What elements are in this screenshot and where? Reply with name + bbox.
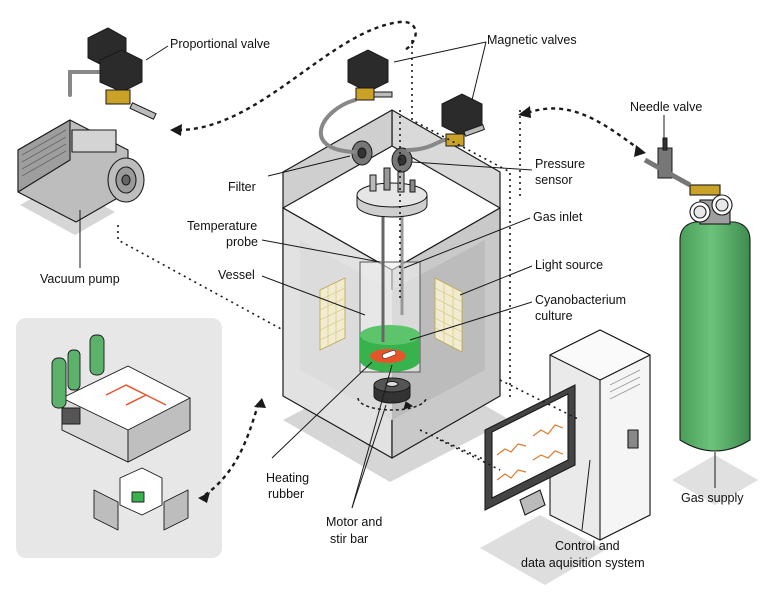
gas-cylinder xyxy=(679,184,751,452)
label-temperature-2: probe xyxy=(226,235,258,249)
label-cyanobacterium-2: culture xyxy=(535,309,573,323)
label-motor-1: Motor and xyxy=(326,515,382,529)
label-motor-2: stir bar xyxy=(330,532,368,546)
signal-wires xyxy=(117,40,581,471)
vessel-lid xyxy=(356,167,428,218)
magnetic-valve-2 xyxy=(441,93,486,147)
label-light-source: Light source xyxy=(535,258,603,272)
label-magnetic-valves: Magnetic valves xyxy=(487,33,577,47)
arrow-heads xyxy=(170,106,646,503)
label-temperature-1: Temperature xyxy=(187,219,257,233)
label-pressure-1: Pressure xyxy=(535,157,585,171)
leader-lines xyxy=(79,41,716,531)
labels: Proportional valve Magnetic valves Needl… xyxy=(40,33,744,570)
inset-panel xyxy=(16,318,222,558)
light-source-panel-left xyxy=(319,277,346,351)
label-vessel: Vessel xyxy=(218,268,255,282)
label-pressure-2: sensor xyxy=(535,173,573,187)
computer-monitor xyxy=(484,384,576,516)
needle-valve xyxy=(643,137,692,188)
label-filter: Filter xyxy=(228,180,256,194)
magnetic-valve-1 xyxy=(347,49,393,101)
glass-vessel xyxy=(359,200,421,373)
label-control-1: Control and xyxy=(555,539,620,553)
proportional-valve xyxy=(87,27,157,120)
label-proportional-valve: Proportional valve xyxy=(170,37,270,51)
computer-tower xyxy=(549,329,651,541)
label-needle-valve: Needle valve xyxy=(630,100,702,114)
label-control-2: data aquisition system xyxy=(521,556,645,570)
label-gas-supply: Gas supply xyxy=(681,491,744,505)
label-heating-2: rubber xyxy=(268,487,304,501)
label-cyanobacterium-1: Cyanobacterium xyxy=(535,293,626,307)
light-source-panel-right xyxy=(434,277,463,353)
pressure-sensor xyxy=(391,147,413,173)
vacuum-pump xyxy=(17,119,145,223)
tubing xyxy=(68,70,447,154)
label-vacuum-pump: Vacuum pump xyxy=(40,272,120,286)
label-gas-inlet: Gas inlet xyxy=(533,210,583,224)
label-heating-1: Heating xyxy=(266,471,309,485)
gas-flow-arrows xyxy=(177,20,641,496)
